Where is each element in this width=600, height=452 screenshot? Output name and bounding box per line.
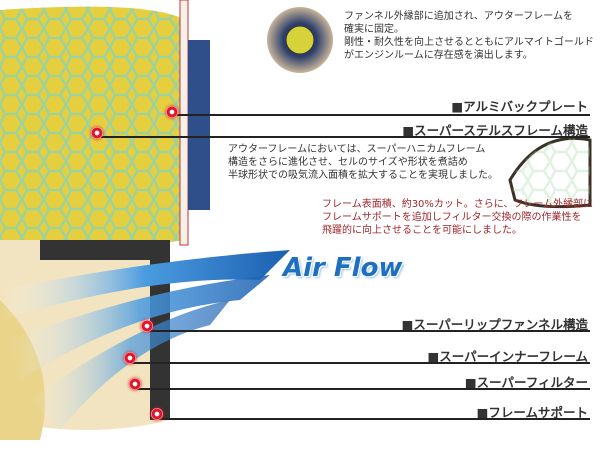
marker-dot bbox=[129, 378, 141, 390]
label-aluminum-back-plate: ■アルミバックプレート bbox=[451, 99, 588, 114]
leader-line bbox=[130, 362, 590, 364]
leader-line bbox=[157, 418, 590, 420]
back-plate-description: ファンネル外縁部に追加され、アウターフレームを確実に固定。剛性・耐久性を向上させ… bbox=[344, 11, 594, 61]
label-frame-support: ■フレームサポート bbox=[476, 405, 588, 420]
leader-line bbox=[135, 388, 590, 390]
marker-dot bbox=[141, 320, 153, 332]
label-super-filter: ■スーパーフィルター bbox=[464, 375, 588, 390]
stealth-frame-description: アウターフレームにおいては、スーパーハニカムフレーム構造をさらに進化させ、セルの… bbox=[228, 144, 498, 181]
frame-support-note: フレーム表面積、約30%カット。さらに、フレーム外縁部にフレームサポートを追加し… bbox=[322, 199, 594, 236]
marker-dot bbox=[91, 127, 103, 139]
marker-dot bbox=[151, 408, 163, 420]
leader-line bbox=[172, 114, 590, 116]
label-inner-frame: ■スーパーインナーフレーム bbox=[427, 349, 588, 364]
leader-line bbox=[97, 136, 590, 138]
label-stealth-frame: ■スーパーステルスフレーム構造 bbox=[402, 123, 588, 138]
marker-dot bbox=[166, 106, 178, 118]
leader-line bbox=[147, 330, 590, 332]
airflow-label: Air Flow bbox=[283, 253, 403, 283]
label-lip-funnel: ■スーパーリップファンネル構造 bbox=[401, 317, 588, 332]
marker-dot bbox=[124, 352, 136, 364]
